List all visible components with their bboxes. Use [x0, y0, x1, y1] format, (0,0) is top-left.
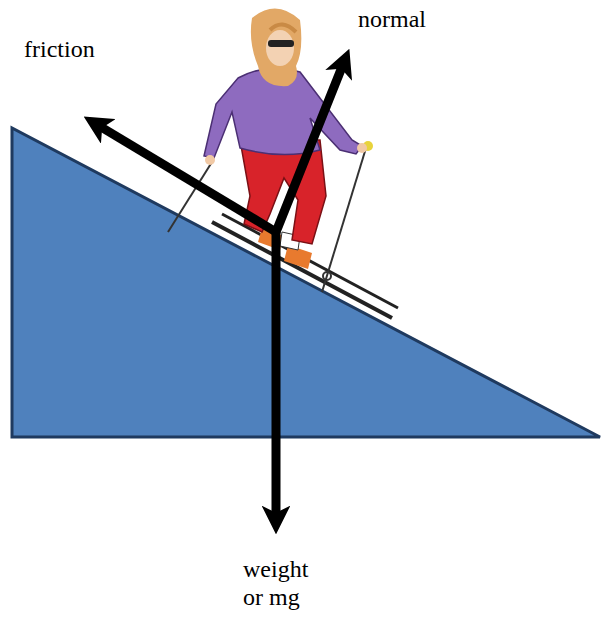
weight-arrow — [272, 232, 281, 520]
force-label: friction — [24, 36, 95, 64]
force-label: weight or mg — [243, 556, 331, 611]
normal-arrow — [276, 62, 344, 232]
skier-figure — [168, 8, 398, 318]
slope-wedge — [12, 128, 600, 437]
friction-arrow — [96, 124, 276, 232]
force-label: normal — [358, 6, 426, 34]
